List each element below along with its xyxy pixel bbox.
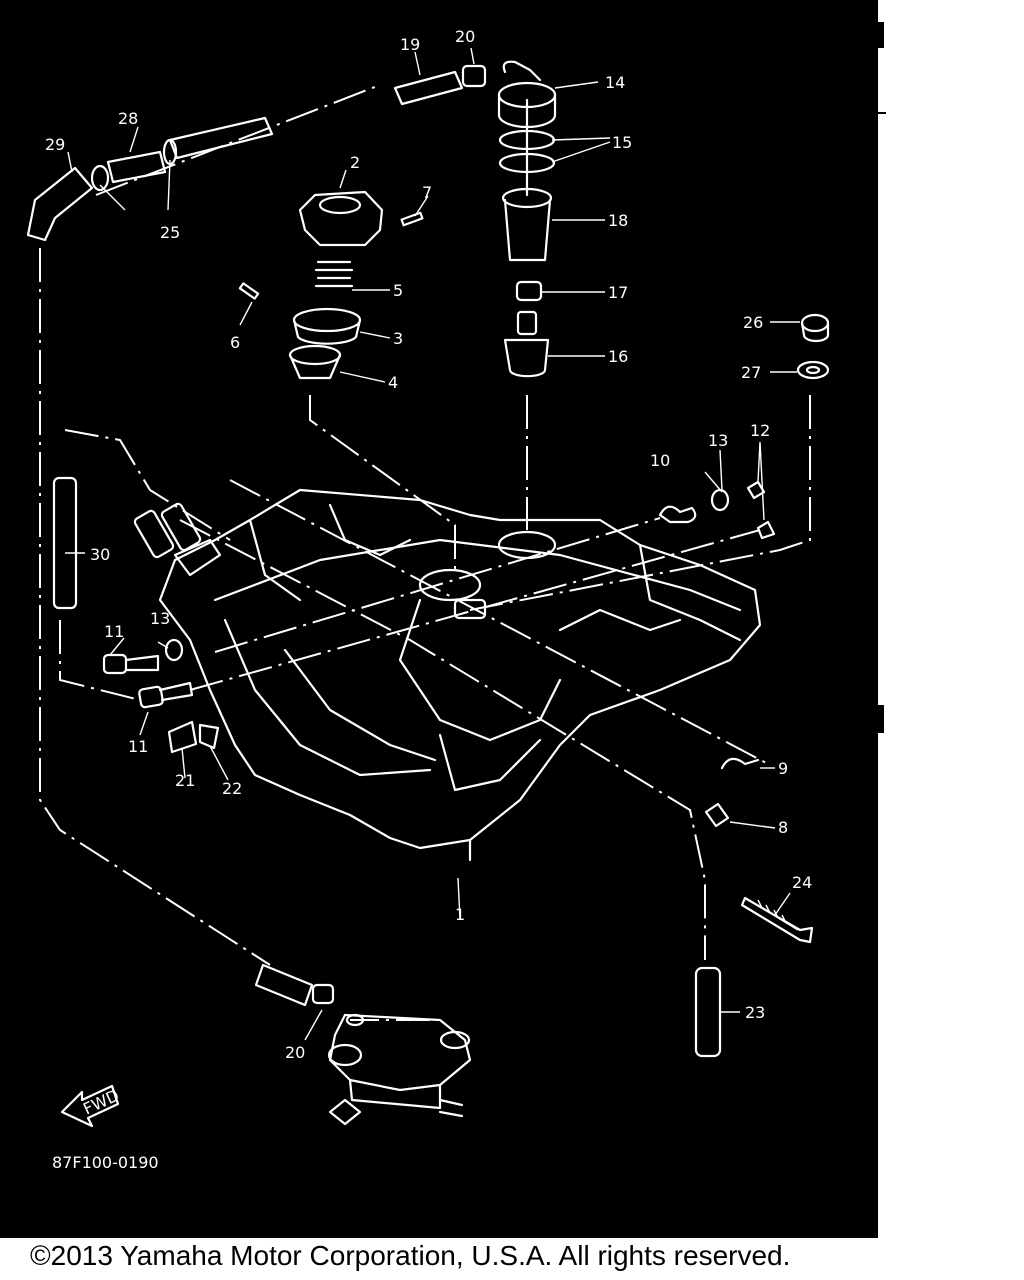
part-label: 4 bbox=[388, 373, 398, 392]
filler-cap-parts bbox=[238, 190, 424, 380]
part-label: 23 bbox=[745, 1003, 765, 1022]
part-label: 19 bbox=[400, 35, 420, 54]
alignment-lines bbox=[39, 84, 811, 1021]
pickup-assembly bbox=[497, 60, 557, 378]
part-label: 27 bbox=[741, 363, 761, 382]
part-label: 14 bbox=[605, 73, 625, 92]
part-label: 20 bbox=[285, 1043, 305, 1062]
parts-diagram: FWD 1 2 bbox=[0, 0, 878, 1238]
part-label: 17 bbox=[608, 283, 628, 302]
fwd-text: FWD bbox=[80, 1086, 122, 1119]
part-label: 26 bbox=[743, 313, 763, 332]
part-label: 1 bbox=[455, 905, 465, 924]
leader-lines bbox=[65, 47, 800, 1041]
drawing-code: 87F100-0190 bbox=[52, 1153, 159, 1172]
part-label: 10 bbox=[650, 451, 670, 470]
hoses-and-fittings bbox=[26, 64, 722, 1058]
page-margin bbox=[878, 0, 1024, 1238]
footer: ©2013 Yamaha Motor Corporation, U.S.A. A… bbox=[0, 1238, 1024, 1280]
cropped-mark bbox=[878, 112, 886, 114]
fuel-tank-exploded-view: FWD 1 2 bbox=[26, 27, 830, 1172]
copyright-notice: ©2013 Yamaha Motor Corporation, U.S.A. A… bbox=[30, 1240, 791, 1271]
part-label: 20 bbox=[455, 27, 475, 46]
part-label: 15 bbox=[612, 133, 632, 152]
part-label: 3 bbox=[393, 329, 403, 348]
part-label: 11 bbox=[104, 622, 124, 641]
part-label: 7 bbox=[422, 183, 432, 202]
part-label: 30 bbox=[90, 545, 110, 564]
cropped-mark bbox=[878, 22, 884, 48]
part-label: 24 bbox=[792, 873, 812, 892]
part-label: 25 bbox=[160, 223, 180, 242]
part-label: 22 bbox=[222, 779, 242, 798]
fuel-pump bbox=[327, 1013, 472, 1126]
part-label: 18 bbox=[608, 211, 628, 230]
part-label: 21 bbox=[175, 771, 195, 790]
part-label: 13 bbox=[708, 431, 728, 450]
part-label: 8 bbox=[778, 818, 788, 837]
part-label: 9 bbox=[778, 759, 788, 778]
part-label: 6 bbox=[230, 333, 240, 352]
small-hardware bbox=[102, 313, 830, 944]
part-label: 2 bbox=[350, 153, 360, 172]
part-label: 16 bbox=[608, 347, 628, 366]
cropped-mark bbox=[878, 705, 884, 733]
part-label: 29 bbox=[45, 135, 65, 154]
part-label: 28 bbox=[118, 109, 138, 128]
part-label: 13 bbox=[150, 609, 170, 628]
fuel-tank bbox=[158, 488, 762, 862]
part-label: 11 bbox=[128, 737, 148, 756]
part-label: 5 bbox=[393, 281, 403, 300]
part-label: 12 bbox=[750, 421, 770, 440]
part-labels: 1 2 3 4 5 6 7 8 9 10 11 11 12 13 13 14 1… bbox=[45, 27, 812, 1062]
fwd-arrow-badge: FWD bbox=[60, 1084, 122, 1128]
